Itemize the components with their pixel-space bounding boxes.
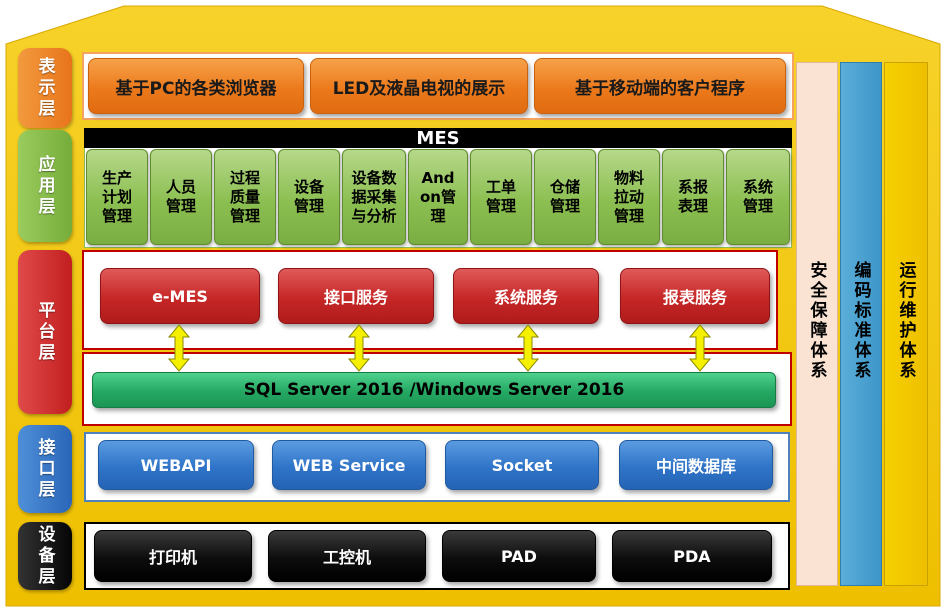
presentation-item-mobile-client: 基于移动端的客户程序 xyxy=(534,58,786,114)
module-work-order: 工单 管理 xyxy=(470,149,532,245)
presentation-item-browser: 基于PC的各类浏览器 xyxy=(88,58,304,114)
double-arrow-4 xyxy=(689,324,711,372)
module-data-collection: 设备数 据采集 与分析 xyxy=(342,149,406,245)
interface-intermediate-db: 中间数据库 xyxy=(619,440,773,490)
module-material-pull: 物料 拉动 管理 xyxy=(598,149,660,245)
module-warehouse: 仓储 管理 xyxy=(534,149,596,245)
side-column-security: 安全保障体系 xyxy=(796,62,838,586)
device-industrial-pc: 工控机 xyxy=(268,530,426,582)
side-column-coding-standard: 编码标准体系 xyxy=(840,62,882,586)
database-bar: SQL Server 2016 /Windows Server 2016 xyxy=(92,372,776,408)
service-interface: 接口服务 xyxy=(278,268,434,324)
service-e-mes: e-MES xyxy=(100,268,260,324)
layer-label-platform: 平台层 xyxy=(18,250,72,414)
module-equipment: 设备 管理 xyxy=(278,149,340,245)
service-system: 系统服务 xyxy=(453,268,599,324)
layer-label-interface: 接口层 xyxy=(18,425,72,513)
service-report: 报表服务 xyxy=(620,268,770,324)
double-arrow-2 xyxy=(348,324,370,372)
side-column-operation: 运行维护体系 xyxy=(884,62,928,586)
presentation-item-led-display: LED及液晶电视的展示 xyxy=(310,58,528,114)
layer-label-presentation: 表示层 xyxy=(18,48,72,128)
layer-label-application: 应用层 xyxy=(18,130,72,242)
interface-webapi: WEBAPI xyxy=(98,440,254,490)
module-personnel: 人员 管理 xyxy=(150,149,212,245)
module-reports: 系报 表理 xyxy=(662,149,724,245)
module-system: 系统 管理 xyxy=(726,149,790,245)
module-production-planning: 生产 计划 管理 xyxy=(86,149,148,245)
layer-label-device: 设备层 xyxy=(18,522,72,590)
interface-web-service: WEB Service xyxy=(272,440,426,490)
double-arrow-1 xyxy=(168,324,190,372)
double-arrow-3 xyxy=(517,324,539,372)
device-printer: 打印机 xyxy=(94,530,252,582)
device-pad: PAD xyxy=(442,530,596,582)
module-andon: And on管 理 xyxy=(408,149,468,245)
mes-title-bar: MES xyxy=(84,128,792,149)
module-quality: 过程 质量 管理 xyxy=(214,149,276,245)
interface-socket: Socket xyxy=(445,440,599,490)
device-pda: PDA xyxy=(612,530,772,582)
